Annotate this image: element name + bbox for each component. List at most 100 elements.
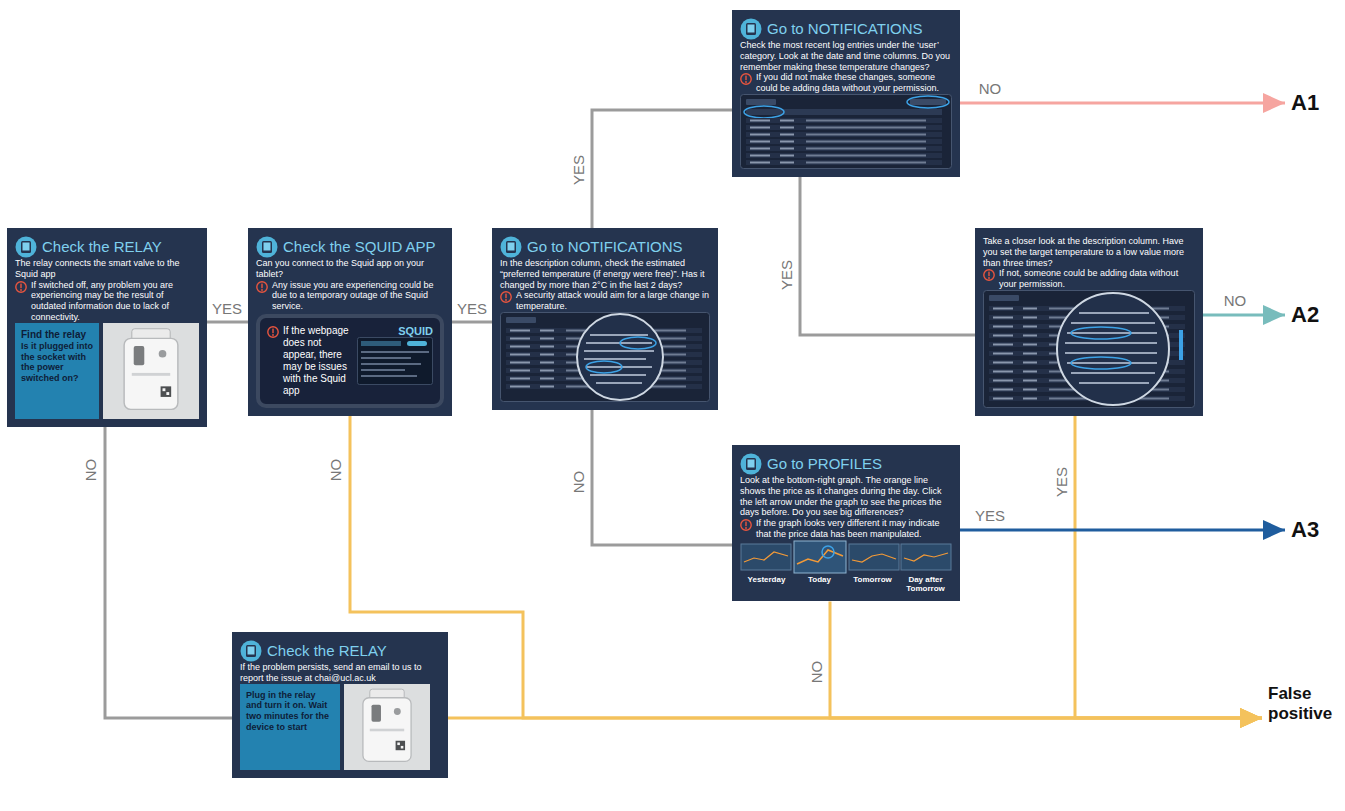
panel-heading: Check the SQUID APP bbox=[256, 236, 444, 258]
step-panel: Check the RELAYIf the problem persists, … bbox=[232, 632, 448, 778]
instruction-text: Look at the bottom-right graph. The oran… bbox=[740, 475, 952, 518]
flow-connector bbox=[960, 529, 1285, 532]
flow-connector bbox=[350, 416, 1262, 718]
branch-label: NO bbox=[327, 457, 344, 484]
panel-heading: Go to NOTIFICATIONS bbox=[740, 18, 952, 40]
panel-heading: Go to NOTIFICATIONS bbox=[500, 236, 710, 258]
box-heading: Find the relay bbox=[21, 329, 93, 341]
figure-part bbox=[1065, 342, 1157, 344]
flow-connector bbox=[105, 427, 232, 718]
panel-heading: Check the RELAY bbox=[240, 640, 440, 662]
step-panel: Check the RELAYThe relay connects the sm… bbox=[7, 228, 207, 427]
figure-part bbox=[590, 334, 648, 336]
figure-part bbox=[1067, 332, 1157, 334]
app-screenshot bbox=[357, 337, 433, 385]
instruction-box: Find the relayIs it plugged into the soc… bbox=[15, 323, 99, 419]
figure-part bbox=[361, 341, 401, 346]
instruction-text: Check the most recent log entries under … bbox=[740, 40, 952, 72]
relay-photo bbox=[344, 684, 430, 770]
figure-part bbox=[746, 125, 942, 130]
warning-note: If switched off, any problem you are exp… bbox=[15, 280, 199, 323]
figure-part bbox=[746, 160, 942, 165]
figure-part bbox=[1067, 362, 1157, 364]
layout-group: If the webpage does not appear, there ma… bbox=[267, 325, 433, 397]
layout-group: SQUID bbox=[357, 325, 433, 397]
app-logo: SQUID bbox=[357, 325, 433, 337]
price-graph-strip bbox=[740, 540, 952, 574]
figure-part bbox=[910, 99, 946, 105]
figure-part bbox=[989, 295, 1019, 301]
branch-label: YES bbox=[1053, 465, 1070, 499]
branch-label: YES bbox=[570, 153, 587, 187]
step-panel: Take a closer look at the description co… bbox=[975, 228, 1203, 416]
figure-part bbox=[361, 375, 417, 377]
flow-connector bbox=[207, 321, 248, 324]
figure-part bbox=[586, 366, 652, 368]
instruction-text: Take a closer look at the description co… bbox=[983, 236, 1195, 268]
figure-part bbox=[746, 132, 942, 137]
figure-part bbox=[620, 337, 656, 349]
branch-label: NO bbox=[977, 80, 1004, 97]
flow-connector bbox=[592, 110, 732, 228]
figure-part bbox=[361, 363, 421, 365]
figure-part bbox=[901, 544, 951, 570]
figure-part bbox=[1071, 327, 1131, 339]
figure-part bbox=[577, 314, 663, 400]
flow-connector bbox=[452, 321, 492, 324]
figure-part bbox=[984, 290, 1195, 407]
graph-day-label: Day after Tomorrow bbox=[899, 576, 952, 594]
figure-part bbox=[506, 317, 536, 323]
graph-day-label: Tomorrow bbox=[846, 576, 899, 594]
warning-note: Any issue you are experiencing could be … bbox=[256, 280, 444, 312]
branch-label: YES bbox=[778, 258, 795, 292]
figure-part bbox=[746, 99, 776, 105]
figure-part bbox=[797, 550, 843, 564]
figure-part bbox=[1071, 357, 1131, 369]
instruction-text: The relay connects the smart valve to th… bbox=[15, 258, 199, 280]
instruction-text: If the problem persists, send an email t… bbox=[240, 662, 440, 684]
relay-photo bbox=[103, 323, 199, 419]
layout-group: YesterdayTodayTomorrowDay after Tomorrow bbox=[740, 576, 952, 594]
flow-connector bbox=[800, 177, 975, 335]
figure-part bbox=[596, 382, 642, 384]
figure-part bbox=[103, 323, 199, 419]
notifications-screenshot bbox=[740, 94, 952, 169]
figure-part bbox=[1065, 352, 1157, 354]
figure-part bbox=[586, 361, 622, 373]
figure-part bbox=[907, 96, 949, 108]
branch-label: YES bbox=[973, 507, 1007, 524]
outcome-label: A3 bbox=[1285, 517, 1319, 543]
figure-part bbox=[361, 369, 405, 371]
graph-day-label: Today bbox=[793, 576, 846, 594]
figure-part bbox=[361, 351, 429, 353]
figure-part bbox=[586, 342, 652, 344]
figure-part bbox=[741, 94, 952, 168]
panel-heading: Check the RELAY bbox=[15, 236, 199, 258]
instruction-box: Plug in the relay and turn it on. Wait t… bbox=[240, 684, 340, 770]
figure-part bbox=[741, 544, 791, 570]
figure-part bbox=[746, 118, 942, 123]
flow-connector bbox=[592, 410, 732, 545]
figure-part bbox=[361, 357, 411, 359]
figure-part bbox=[746, 109, 942, 115]
branch-label: YES bbox=[210, 300, 244, 317]
figure-part bbox=[344, 684, 430, 770]
step-panel: Check the SQUID APPCan you connect to th… bbox=[248, 228, 452, 416]
figure-part bbox=[584, 350, 654, 352]
figure-part bbox=[1079, 382, 1149, 384]
branch-label: NO bbox=[1222, 292, 1249, 309]
figure-part bbox=[584, 358, 646, 360]
tablet-screen: If the webpage does not appear, there ma… bbox=[256, 314, 444, 408]
warning-note: If you did not make these changes, someo… bbox=[740, 72, 952, 94]
figure-part bbox=[358, 337, 433, 384]
figure-part bbox=[849, 544, 899, 570]
figure-part bbox=[1057, 293, 1169, 405]
step-panel: Go to NOTIFICATIONSCheck the most recent… bbox=[732, 10, 960, 177]
warning-note: A security attack would aim for a large … bbox=[500, 290, 710, 312]
flow-connector bbox=[448, 717, 1262, 720]
warning-note: If the graph looks very different it may… bbox=[740, 518, 952, 540]
figure-part bbox=[501, 312, 710, 401]
figure-part bbox=[590, 374, 646, 376]
box-text: Is it plugged into the socket with the p… bbox=[21, 341, 93, 384]
figure-part bbox=[1071, 372, 1155, 374]
